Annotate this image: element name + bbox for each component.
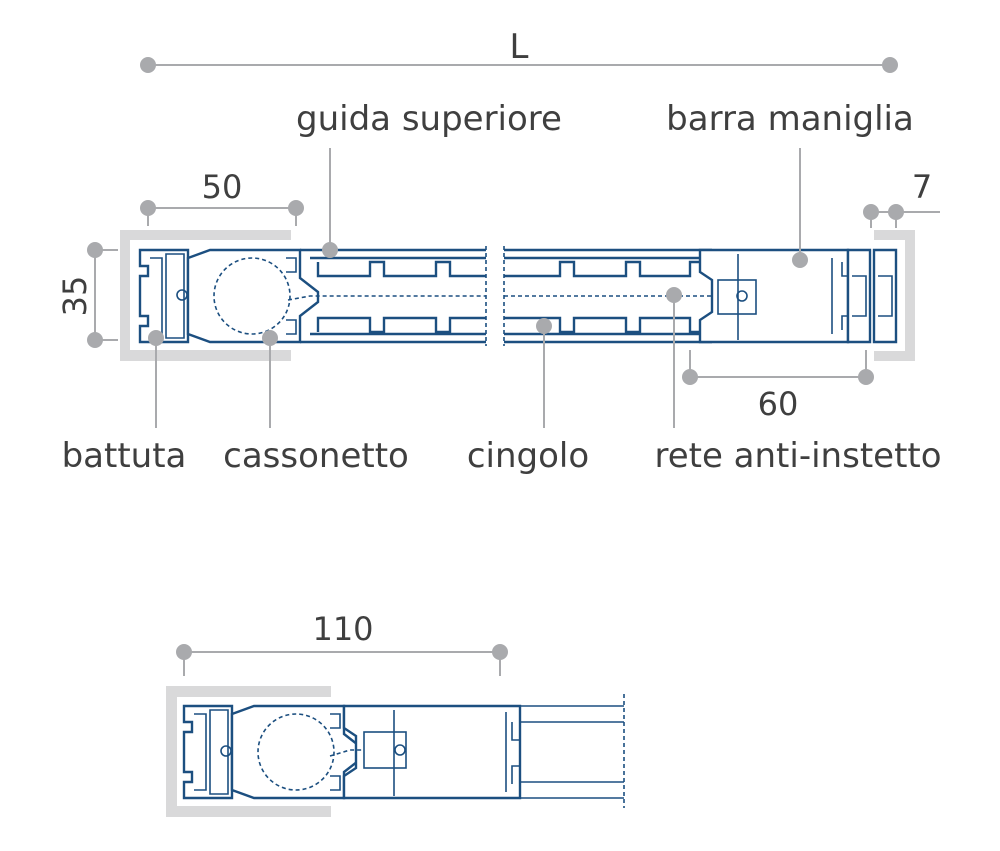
callout-box-label: cassonetto — [223, 436, 409, 476]
dimension-110: 110 — [176, 610, 508, 676]
callout-stop-profile: battuta — [62, 330, 187, 476]
dimension-l-label: L — [510, 27, 529, 67]
callout-handle-bar: barra maniglia — [666, 99, 914, 268]
top-section: 50 35 7 60 — [56, 99, 942, 476]
callout-insect-net-label: rete anti-instetto — [654, 436, 941, 476]
bottom-section: 110 — [166, 610, 625, 817]
callout-insect-net: rete anti-instetto — [654, 287, 942, 476]
dimension-l: L — [140, 27, 898, 73]
callout-belt: cingolo — [467, 318, 589, 476]
dimension-60-label: 60 — [758, 385, 799, 423]
rail-right — [503, 246, 718, 346]
callout-top-rail: guida superiore — [296, 99, 562, 258]
compact-box-profile — [230, 704, 364, 800]
dimension-35: 35 — [56, 242, 118, 348]
callout-belt-label: cingolo — [467, 436, 589, 476]
compact-handle-bar-profile — [329, 704, 522, 800]
dimension-50-label: 50 — [202, 168, 243, 206]
dimension-35-label: 35 — [56, 276, 94, 317]
dimension-7: 7 — [863, 168, 940, 228]
handle-bar-profile — [698, 248, 898, 344]
callout-box: cassonetto — [223, 330, 409, 476]
stop-profile — [138, 248, 190, 344]
dimension-110-label: 110 — [312, 610, 373, 648]
rail-left — [287, 246, 487, 346]
callout-top-rail-label: guida superiore — [296, 99, 562, 139]
compact-rail — [520, 694, 625, 808]
right-frame — [874, 230, 915, 361]
callout-stop-profile-label: battuta — [62, 436, 187, 476]
dimension-50: 50 — [140, 168, 304, 226]
dimension-60: 60 — [682, 350, 874, 423]
callout-handle-bar-label: barra maniglia — [666, 99, 914, 139]
compact-stop-profile — [182, 704, 234, 800]
dimension-7-label: 7 — [912, 168, 932, 206]
box-profile — [186, 248, 320, 344]
